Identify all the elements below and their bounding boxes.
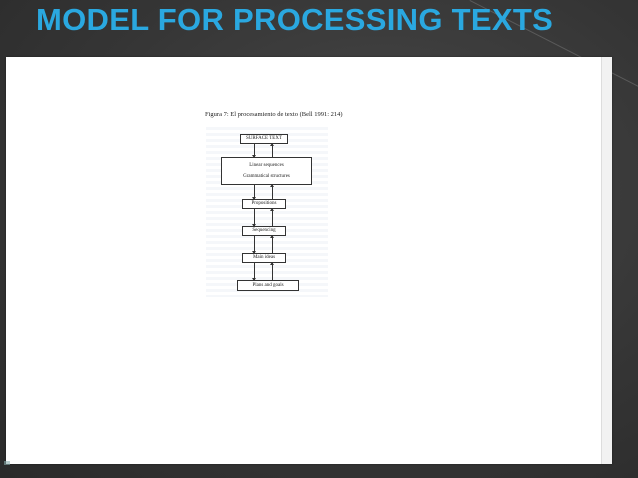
box-main-ideas: Main ideas <box>242 253 286 263</box>
arrow-up <box>270 208 274 226</box>
scanned-page: Figura 7: El procesamiento de texto (Bel… <box>6 57 612 464</box>
box-label: SURFACE TEXT <box>245 136 283 141</box>
scan-texture <box>206 127 328 297</box>
box-label: Main ideas <box>252 255 276 260</box>
box-linear-grammatical: Linear sequences Grammatical structures <box>221 157 312 185</box>
arrow-down <box>252 144 256 158</box>
slide-footer-mark <box>4 461 10 465</box>
arrow-down <box>252 209 256 227</box>
arrow-up <box>270 235 274 253</box>
arrow-up <box>270 143 274 157</box>
slide-title: MODEL FOR PROCESSING TEXTS <box>36 2 554 37</box>
box-label: Sequencing <box>252 228 276 233</box>
box-sequencing: Sequencing <box>242 226 286 236</box>
box-label: Linear sequences <box>249 163 284 168</box>
arrow-up <box>270 262 274 280</box>
box-surface-text: SURFACE TEXT <box>240 134 288 144</box>
box-plans-and-goals: Plans and goals <box>237 280 299 291</box>
figure-caption: Figura 7: El procesamiento de texto (Bel… <box>205 111 343 118</box>
arrow-down <box>252 185 256 200</box>
arrow-down <box>252 236 256 254</box>
arrow-down <box>252 263 256 281</box>
box-label: Grammatical structures <box>243 174 290 179</box>
box-label: Propositions <box>251 201 277 206</box>
box-propositions: Propositions <box>242 199 286 209</box>
scrollbar[interactable] <box>601 57 612 464</box>
box-label: Plans and goals <box>252 283 284 288</box>
arrow-up <box>270 184 274 199</box>
